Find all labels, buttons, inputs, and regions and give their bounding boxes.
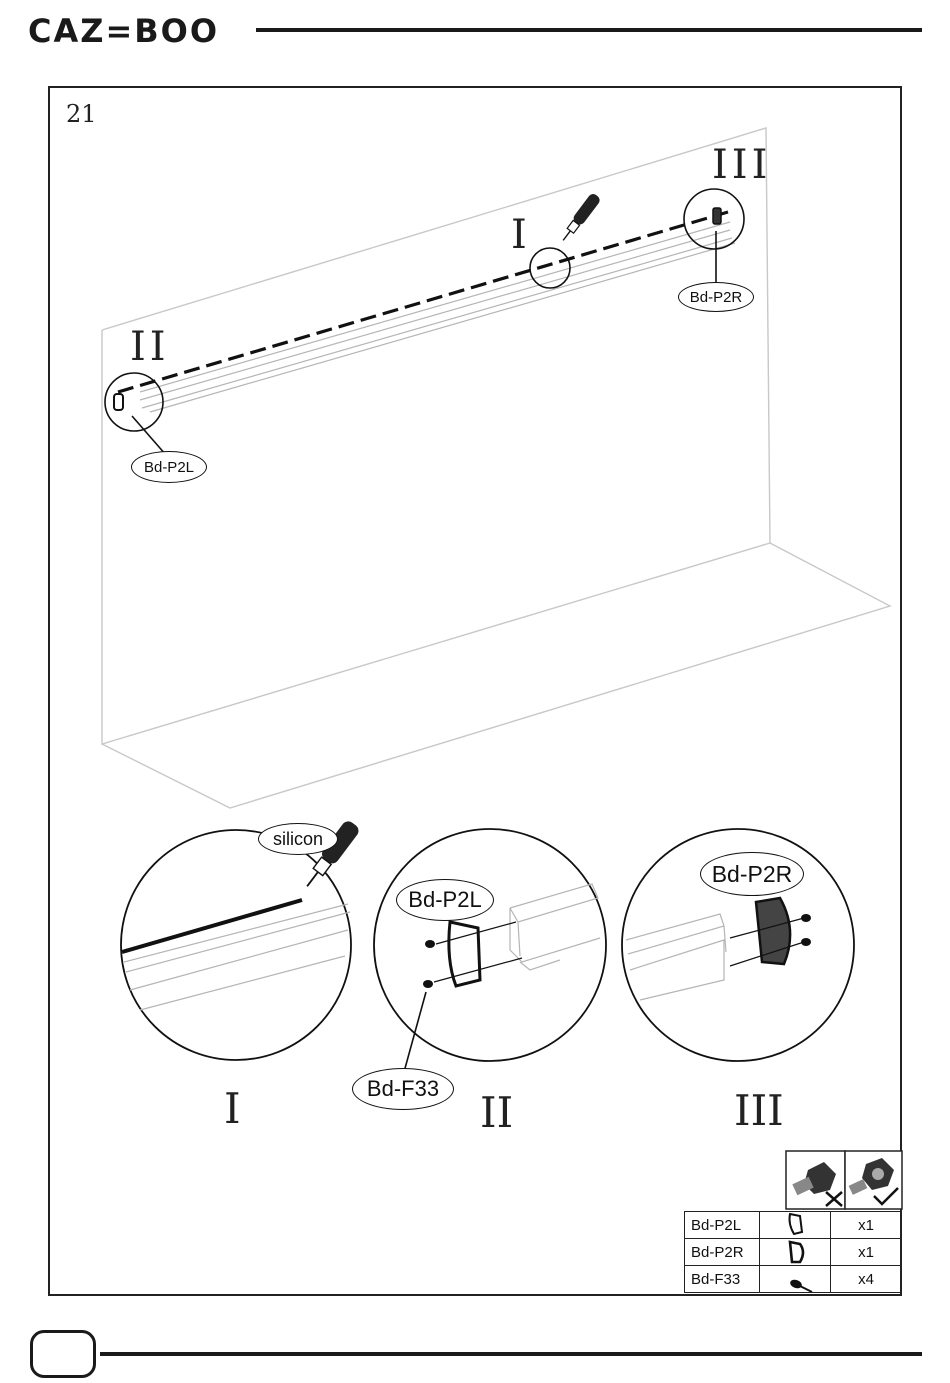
overview-label-I: I [511,212,527,258]
detail-label-III: III [734,1086,784,1135]
part-qty: x1 [831,1212,902,1239]
footer-rule [100,1352,922,1356]
parts-row: Bd-P2L x1 [685,1212,902,1239]
part-qty: x1 [831,1239,902,1266]
wall-outline [102,128,890,808]
silicon-line [118,212,728,392]
callout-bd-p2r-overview: Bd-P2R [678,282,754,312]
detail-label-I: I [224,1084,241,1133]
parts-list-table: Bd-P2L x1 Bd-P2R x1 Bd-F33 x4 [684,1211,902,1293]
part-code: Bd-P2L [685,1212,760,1239]
page-number-box [30,1330,96,1378]
callout-silicon: silicon [258,823,338,855]
top-rail [140,222,735,412]
part-icon-cell [760,1266,831,1293]
callout-bd-p2r-detail: Bd-P2R [700,852,804,896]
silicon-tube-icon [558,192,601,244]
part-icon-cell [760,1239,831,1266]
detail-III-end-cap [756,898,790,964]
part-icon-cell [760,1212,831,1239]
part-qty: x4 [831,1266,902,1293]
end-cap-left-small [114,394,123,410]
detail-view-II [374,829,606,1061]
parts-row: Bd-P2R x1 [685,1239,902,1266]
part-code: Bd-P2R [685,1239,760,1266]
callout-bd-p2l-detail: Bd-P2L [396,879,494,921]
callout-bd-f33: Bd-F33 [352,1068,454,1110]
parts-row: Bd-F33 x4 [685,1266,902,1293]
detail-label-II: II [480,1088,513,1137]
callout-bd-p2l-overview: Bd-P2L [131,451,207,483]
overview-label-III: III [712,142,771,188]
overview-label-II: II [130,324,170,370]
part-code: Bd-F33 [685,1266,760,1293]
end-cap-right-small [713,208,721,224]
